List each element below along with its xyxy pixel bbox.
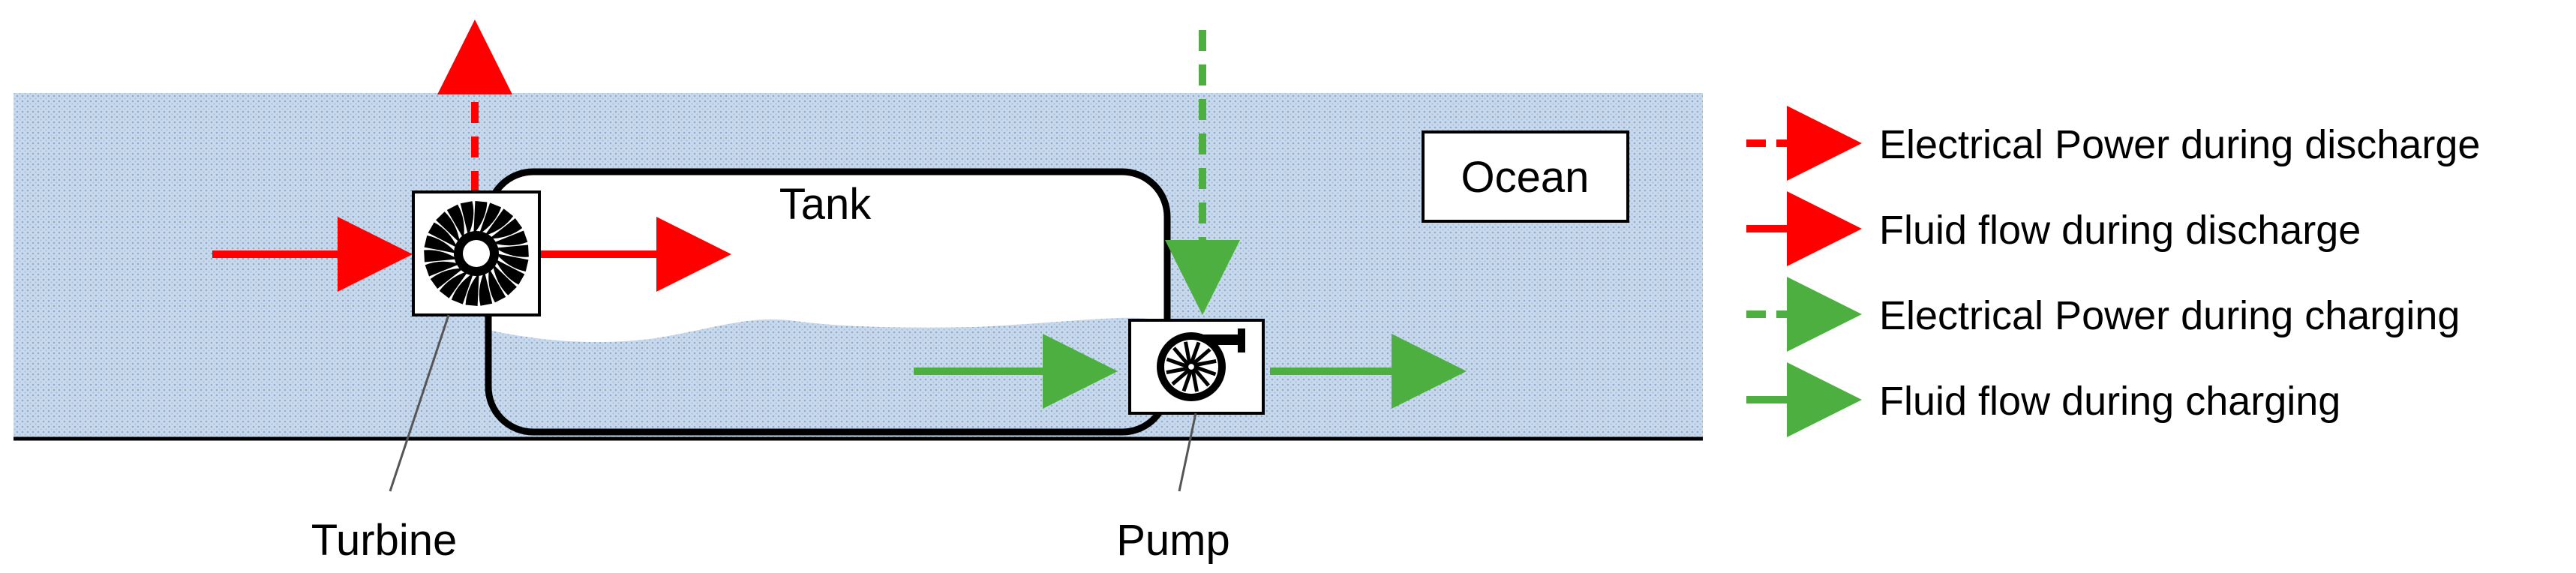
ocean-label: Ocean (1461, 153, 1590, 202)
turbine-blade (479, 202, 502, 235)
turbine-blade (451, 272, 474, 304)
turbine-blade (439, 271, 469, 298)
pump-blade (1166, 366, 1189, 374)
turbine-blade (488, 268, 506, 303)
turbine-blade (494, 259, 525, 285)
legend-label: Fluid flow during charging (1879, 379, 2340, 424)
turbine-blade (489, 218, 523, 239)
pump-blade (1166, 357, 1189, 369)
pump-label: Pump (1116, 516, 1230, 565)
legend-item: Electrical Power during charging (1746, 277, 2460, 352)
turbine-blade (479, 271, 493, 306)
turbine-blade (424, 235, 457, 254)
turbine-blade (436, 212, 461, 243)
turbine-blade (492, 230, 528, 246)
legend-label: Electrical Power during discharge (1879, 122, 2480, 167)
pump-leader-line (1178, 412, 1197, 492)
legend-label: Electrical Power during charging (1879, 293, 2460, 338)
turbine-hub-center (463, 240, 490, 267)
turbine-blade (428, 222, 458, 248)
turbine-blade (496, 254, 529, 272)
legend-item: Fluid flow during charging (1746, 362, 2340, 437)
turbine-label: Turbine (311, 516, 458, 565)
turbine-blade (465, 272, 479, 306)
pump-blade (1193, 364, 1217, 376)
pump-blade (1190, 369, 1199, 392)
pump-blade (1171, 368, 1191, 386)
turbine-blade (424, 250, 458, 262)
turbine-leader-line (389, 314, 450, 492)
turbine-blade (425, 261, 461, 277)
legend-item: Electrical Power during discharge (1746, 106, 2480, 181)
ocean-label-box: Ocean (1422, 130, 1629, 223)
turbine-blade (430, 268, 464, 290)
pump-blade (1192, 367, 1211, 387)
pump-blade (1184, 341, 1192, 364)
pump-blade (1193, 359, 1217, 368)
legend-label: Fluid flow during discharge (1879, 208, 2361, 253)
pump-blade (1189, 341, 1201, 364)
turbine-icon (412, 190, 541, 316)
pump-blade (1181, 369, 1193, 392)
pump-icon (1128, 319, 1265, 415)
tank-water (488, 317, 1167, 432)
turbine-blade (446, 204, 464, 239)
pump-blade (1172, 346, 1190, 367)
turbine-blade (460, 201, 474, 236)
turbine-blade (492, 264, 517, 296)
turbine-blade (494, 244, 529, 257)
tank-label: Tank (779, 180, 872, 229)
legend: Electrical Power during discharge Fluid … (1746, 106, 2480, 437)
turbine-blade (484, 208, 514, 236)
legend-item: Fluid flow during discharge (1746, 191, 2361, 266)
pump-blade (1191, 347, 1211, 366)
turbine-blade (473, 201, 488, 235)
